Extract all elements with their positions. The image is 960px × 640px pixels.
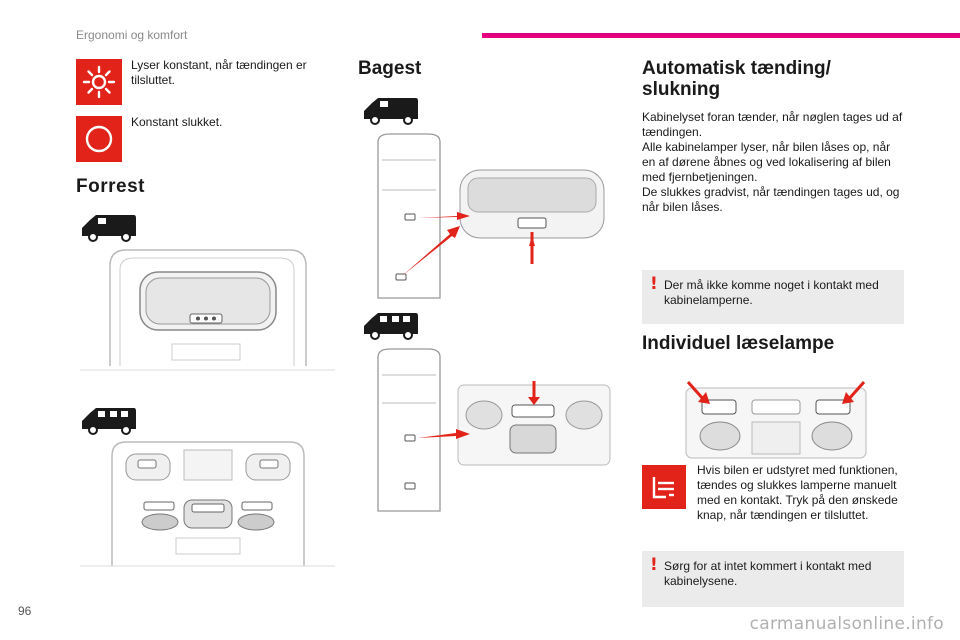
forrest-heading: Forrest [76,176,145,197]
section-header: Ergonomi og komfort [76,28,188,42]
van-long-rear-icon [364,313,418,340]
front-ceiling-lamp-illustration [80,249,335,371]
van-long-icon [82,408,136,435]
auto-description: Kabinelyset foran tænder, når nøglen tag… [642,110,906,215]
front-console-lamp-illustration [80,441,335,567]
warning-text: Sørg for at intet kommert i kontakt med … [664,559,872,588]
watermark: carmanualsonline.info [749,614,944,634]
individuel-heading: Individuel læselampe [642,333,835,354]
rear-short-lamp-illustration [377,133,605,299]
reading-lamp-illustration [685,381,867,459]
light-off-icon [76,116,122,162]
light-off-description: Konstant slukket. [131,115,223,129]
warning-box-lights: ! Sørg for at intet kommert i kontakt me… [642,551,904,607]
rear-long-lamp-illustration [377,348,611,512]
warning-icon: ! [650,274,658,294]
reading-lamp-description: Hvis bilen er udstyret med funktionen, t… [697,463,898,522]
warning-text: Der må ikke komme noget i kontakt med ka… [664,278,879,307]
warning-icon: ! [650,555,658,575]
auto-line-3: De slukkes gradvist, når tændingen tages… [642,185,900,214]
light-on-description: Lyser konstant, når tændingen er tilslut… [131,58,307,87]
header-accent-bar [482,33,960,38]
auto-heading: Automatisk tænding/ slukning [642,58,831,100]
van-short-icon [82,215,136,242]
light-on-icon [76,59,122,105]
reading-lamp-icon [642,465,686,509]
warning-box-lamps: ! Der må ikke komme noget i kontakt med … [642,270,904,324]
bagest-heading: Bagest [358,58,422,79]
auto-line-2: Alle kabinelamper lyser, når bilen låses… [642,140,891,184]
auto-line-1: Kabinelyset foran tænder, når nøglen tag… [642,110,903,139]
van-short-rear-icon [364,98,418,125]
page-number: 96 [18,604,32,618]
